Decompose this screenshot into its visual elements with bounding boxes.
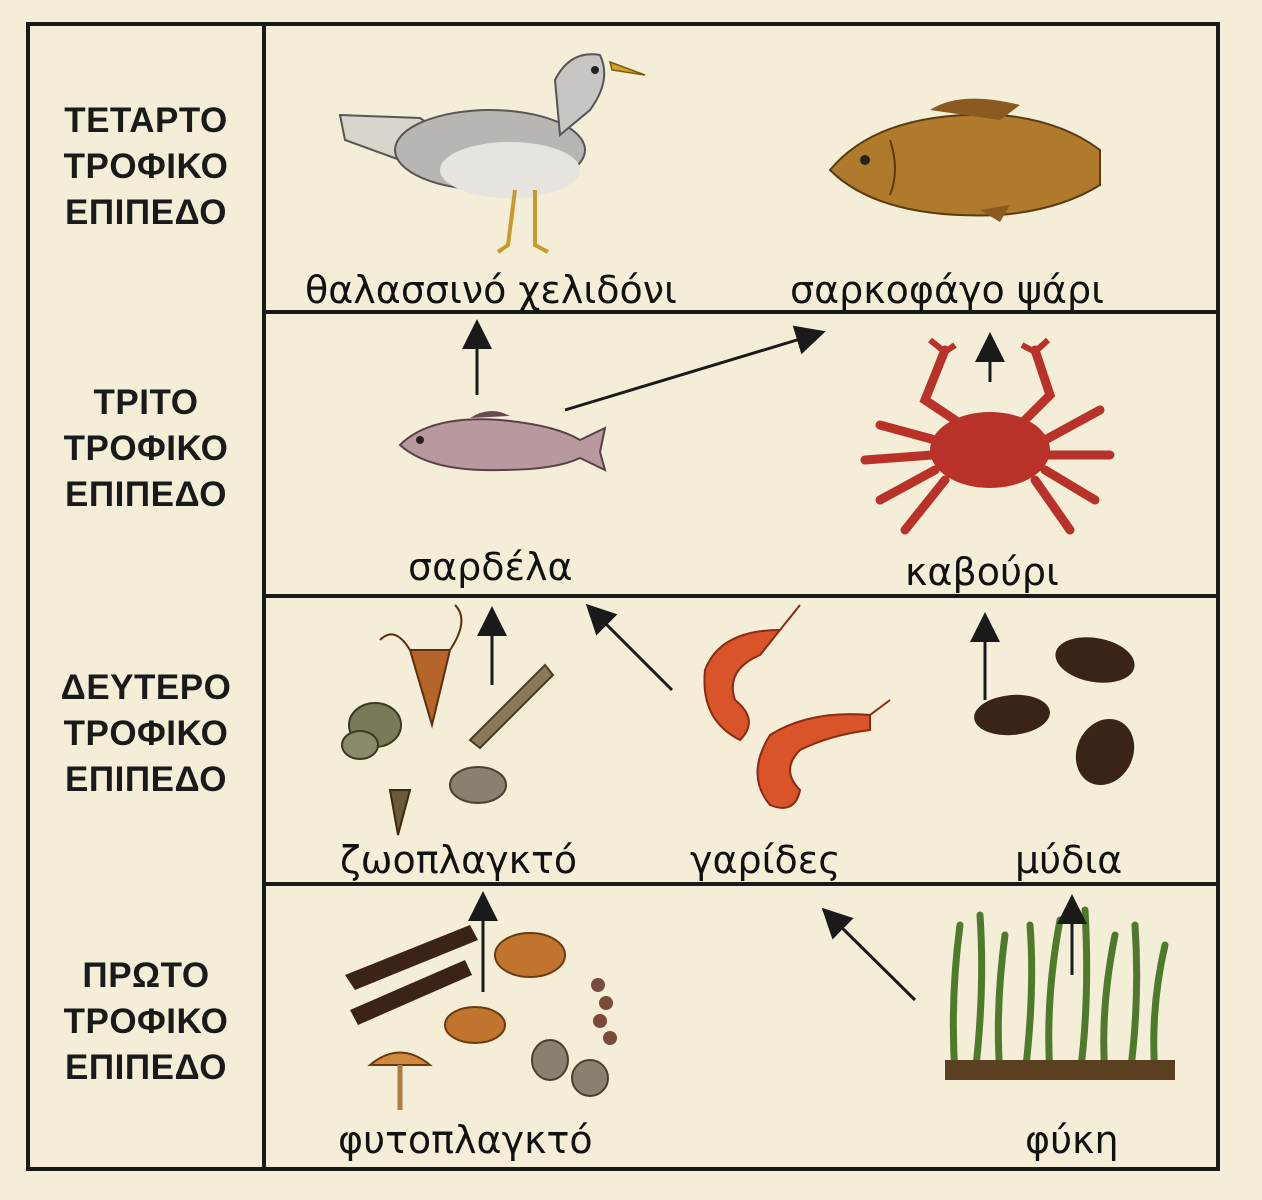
mussels-illustration <box>972 631 1144 794</box>
level-line: ΕΠΙΠΕΔΟ <box>28 757 264 803</box>
level-line: ΤΡΟΦΙΚΟ <box>28 144 264 190</box>
organism-label-seaweed: φύκη <box>1025 1118 1119 1162</box>
arrow-anchovy-to-fish <box>565 333 820 410</box>
anchovy-illustration <box>400 411 605 470</box>
organism-label-seagull: θαλασσινό χελιδόνι <box>305 268 677 312</box>
organism-label-shrimp: γαρίδες <box>690 838 841 882</box>
level-line: ΤΕΤΑΡΤΟ <box>28 98 264 144</box>
crab-illustration <box>865 340 1110 530</box>
organism-label-crab: καβούρι <box>905 550 1059 594</box>
arrow-seaweed-to-shrimp <box>826 912 915 1000</box>
level-line: ΔΕΥΤΕΡΟ <box>28 665 264 711</box>
organism-label-mussels: μύδια <box>1015 838 1122 882</box>
shrimp-illustration <box>704 605 890 808</box>
level-line: ΕΠΙΠΕΔΟ <box>28 190 264 236</box>
level-line: ΤΡΟΦΙΚΟ <box>28 711 264 757</box>
seaweed-illustration <box>945 910 1175 1080</box>
level-line: ΤΡΙΤΟ <box>28 380 264 426</box>
organism-label-phytoplankton: φυτοπλαγκτό <box>338 1118 593 1162</box>
level-label-first: ΠΡΩΤΟ ΤΡΟΦΙΚΟ ΕΠΙΠΕΔΟ <box>28 953 264 1091</box>
level-label-third: ΤΡΙΤΟ ΤΡΟΦΙΚΟ ΕΠΙΠΕΔΟ <box>28 380 264 518</box>
organism-label-zooplankton: ζωοπλαγκτό <box>340 838 577 882</box>
carnivorous-fish-illustration <box>830 99 1100 222</box>
seagull-illustration <box>340 54 645 252</box>
arrow-shrimp-to-anchovy <box>590 608 672 690</box>
organism-label-anchovy: σαρδέλα <box>408 545 573 589</box>
level-line: ΕΠΙΠΕΔΟ <box>28 472 264 518</box>
level-label-fourth: ΤΕΤΑΡΤΟ ΤΡΟΦΙΚΟ ΕΠΙΠΕΔΟ <box>28 98 264 236</box>
level-line: ΤΡΟΦΙΚΟ <box>28 426 264 472</box>
phytoplankton-illustration <box>345 925 617 1110</box>
level-line: ΕΠΙΠΕΔΟ <box>28 1045 264 1091</box>
organism-label-carnivorous-fish: σαρκοφάγο ψάρι <box>790 268 1104 312</box>
level-line: ΠΡΩΤΟ <box>28 953 264 999</box>
level-label-second: ΔΕΥΤΕΡΟ ΤΡΟΦΙΚΟ ΕΠΙΠΕΔΟ <box>28 665 264 803</box>
zooplankton-illustration <box>342 605 553 835</box>
level-line: ΤΡΟΦΙΚΟ <box>28 999 264 1045</box>
